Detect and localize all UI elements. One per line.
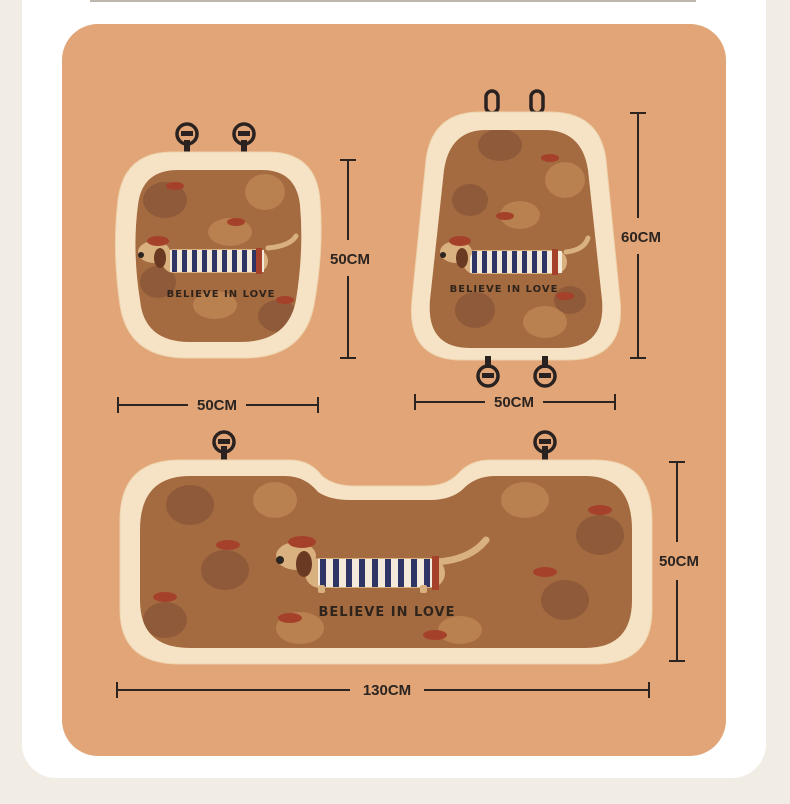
strap-buckle-icon (533, 364, 557, 388)
strap-buckle-icon (232, 122, 256, 146)
backrest-height-label: 60CM (621, 229, 661, 246)
headrest-height-label: 50CM (330, 251, 370, 268)
bench-width-dimension: 130CM (116, 682, 650, 699)
dachshund-illustration-icon (276, 536, 490, 593)
dachshund-illustration-icon (440, 235, 591, 275)
strap-buckle-icon (175, 122, 199, 146)
headrest-width-label: 50CM (197, 397, 237, 414)
backrest-straps (476, 356, 557, 388)
backrest-loops (484, 89, 545, 115)
strap-buckle-icon (533, 430, 557, 454)
backrest-height-dimension: 60CM (621, 112, 661, 359)
bench-height-label: 50CM (659, 553, 699, 570)
dachshund-illustration-icon (138, 233, 299, 274)
backrest-slogan: BELIEVE IN LOVE (450, 284, 559, 295)
elastic-loop-icon (484, 89, 500, 115)
backrest-width-label: 50CM (494, 394, 534, 411)
bench-cushion-face: BELIEVE IN LOVE (140, 476, 632, 648)
strap-buckle-icon (476, 364, 500, 388)
bench-width-label: 130CM (363, 682, 411, 699)
bench-slogan: BELIEVE IN LOVE (319, 605, 456, 620)
bench-height-dimension: 50CM (659, 461, 699, 662)
headrest-height-dimension: 50CM (330, 159, 370, 359)
backrest-width-dimension: 50CM (414, 394, 616, 411)
top-divider (90, 0, 696, 2)
backrest-cushion-face: BELIEVE IN LOVE (429, 130, 603, 348)
bench-straps (212, 430, 557, 460)
strap-buckle-icon (212, 430, 236, 454)
elastic-loop-icon (529, 89, 545, 115)
headrest-cushion-face: BELIEVE IN LOVE (135, 170, 302, 342)
headrest-slogan: BELIEVE IN LOVE (167, 289, 276, 300)
headrest-width-dimension: 50CM (117, 397, 319, 414)
